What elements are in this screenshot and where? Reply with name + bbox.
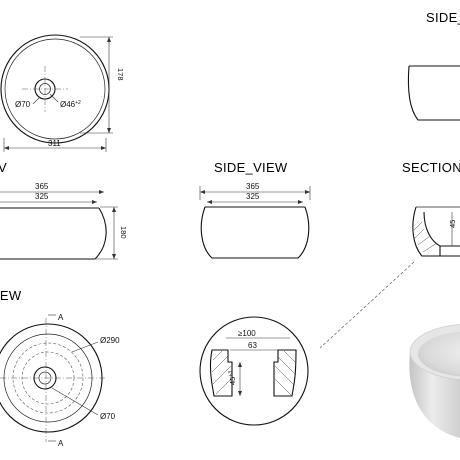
- arrow-up: [107, 37, 111, 42]
- bottom-dim-ring: Ø290: [100, 336, 120, 345]
- bottom-ring-dashed: [12, 342, 84, 414]
- ring-leader: [71, 341, 99, 353]
- dim-height-label: 178: [116, 68, 125, 81]
- bottom-drain-inner: [38, 371, 52, 385]
- dim-drain-label: Ø70: [15, 100, 31, 109]
- detail-hatch-3: [212, 365, 232, 385]
- bottom-ring-dashed-2: [21, 351, 75, 405]
- front-view-title: V: [0, 160, 7, 175]
- detail-wall-left: [209, 349, 233, 397]
- detail-hatch-2: [211, 355, 229, 373]
- render-bowl: [418, 331, 460, 377]
- section-marker-bottom: A: [58, 439, 64, 448]
- section-hatch-3: [417, 235, 431, 246]
- arrow-inner: [92, 200, 97, 204]
- detail-dim-top: ≥100: [238, 329, 256, 338]
- detail-hatch-7: [274, 365, 295, 386]
- detail-hatch-8: [274, 378, 292, 396]
- bottom-drain-leader: [51, 387, 99, 416]
- detail-arrow-up: [238, 362, 242, 367]
- dim-drain-inner-main: Ø46: [60, 100, 76, 109]
- section-hatch-4: [422, 242, 438, 253]
- section-hatch-1: [413, 221, 423, 231]
- detail-dim-depth: 45+3: [228, 371, 237, 385]
- section-dim: 45: [448, 220, 457, 228]
- side-top-profile: [407, 65, 460, 121]
- section-hatch-2: [414, 228, 425, 239]
- drain-inner: [39, 83, 51, 95]
- dim-drain-inner-tolerance: +2: [75, 100, 81, 106]
- front-profile: [0, 207, 107, 260]
- section-view-title: SECTION: [402, 160, 460, 175]
- bottom-dim-drain: Ø70: [100, 412, 116, 421]
- bottom-view-title: IEW: [0, 288, 22, 303]
- arrow-outer: [99, 190, 104, 194]
- bottom-view: [0, 314, 106, 442]
- front-dim-height: 180: [119, 226, 128, 239]
- section-wall: [412, 206, 441, 257]
- side-view-top: [407, 65, 460, 121]
- side-view: [199, 186, 311, 259]
- side-profile: [200, 206, 310, 259]
- drain-leader: [32, 96, 41, 105]
- side-dim-inner: 325: [246, 192, 260, 201]
- detail-arrow-down: [238, 391, 242, 396]
- bottom-ring: [3, 333, 93, 423]
- basin-rim-inner: [4, 38, 106, 140]
- detail-hatch-4: [215, 378, 232, 395]
- arrow-down: [107, 128, 111, 133]
- front-dim-inner: 325: [35, 192, 49, 201]
- detail-wall-right: [273, 349, 297, 397]
- detail-dim-depth-tolerance: +3: [228, 371, 234, 377]
- front-arrow-down: [112, 254, 116, 259]
- dim-drain-inner-label: Ø46+2: [60, 100, 81, 109]
- detail-hatch-6: [277, 356, 296, 375]
- drain-inner-leader: [49, 93, 59, 103]
- side-arrow-r2: [298, 200, 303, 204]
- side-view-title: SIDE_VIEW: [214, 160, 288, 175]
- arrow-left: [4, 146, 9, 150]
- front-dim-outer: 365: [35, 182, 49, 191]
- detail-circle: [199, 316, 309, 426]
- section-marker-top: A: [58, 313, 64, 322]
- bottom-drain-outer: [33, 366, 57, 390]
- arrow-right: [101, 146, 106, 150]
- detail-leader: [319, 261, 415, 349]
- detail-dim-depth-main: 45: [228, 377, 237, 385]
- front-view: [0, 190, 118, 260]
- side-dim-outer: 365: [246, 182, 260, 191]
- side-arrow-l1: [200, 190, 205, 194]
- basin-render: [409, 323, 460, 438]
- side-arrow-r1: [305, 190, 310, 194]
- bottom-outer: [0, 323, 103, 433]
- detail-hatch-5: [283, 350, 296, 363]
- side-arrow-l2: [207, 200, 212, 204]
- dim-width-label: 311: [48, 139, 61, 148]
- section-view: [319, 206, 460, 349]
- detail-view: [199, 316, 309, 426]
- top-view: [0, 34, 113, 152]
- front-arrow-up: [112, 207, 116, 212]
- detail-dim-mid: 63: [248, 341, 257, 350]
- detail-hatch-1: [212, 350, 223, 361]
- side-view-top-title: SIDE_: [426, 10, 460, 25]
